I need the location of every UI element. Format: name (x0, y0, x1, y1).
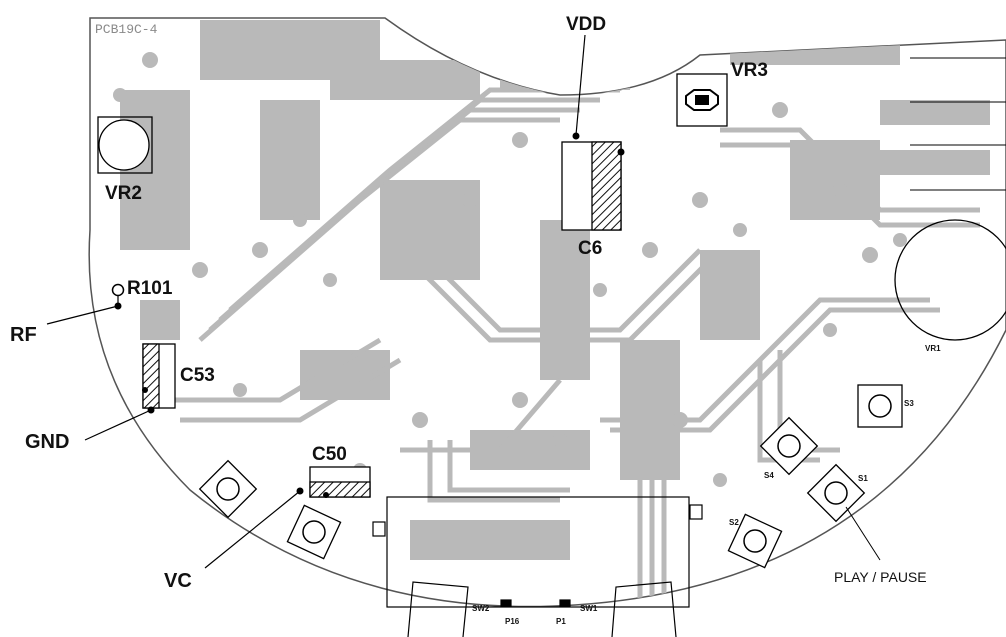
c6-label: C6 (578, 238, 602, 259)
c50-capacitor: C50 VC (164, 444, 371, 592)
edge-leader-lines (910, 57, 1006, 191)
switch-s4: S4 (759, 416, 819, 480)
c53-capacitor: C53 GND (25, 343, 215, 453)
c53-label: C53 (180, 365, 215, 386)
s3-label: S3 (904, 399, 914, 408)
switch-left-lower (286, 504, 342, 560)
gnd-label: GND (25, 431, 69, 453)
p16-label: P16 (505, 617, 520, 626)
s2-label: S2 (729, 518, 739, 527)
vr2-label: VR2 (105, 183, 142, 204)
copper-traces (113, 20, 990, 600)
switch-s3: S3 (857, 384, 914, 428)
vdd-label: VDD (566, 14, 606, 35)
switch-s2: S2 (727, 513, 783, 569)
r101-label: R101 (127, 278, 173, 299)
sw1-label: SW1 (580, 604, 598, 613)
play-pause-label: PLAY / PAUSE (834, 569, 927, 585)
vc-label: VC (164, 570, 192, 592)
vr1-potentiometer: VR1 (894, 219, 1006, 353)
vr3-potentiometer: VR3 (676, 60, 768, 127)
s4-label: S4 (764, 471, 774, 480)
r101-test-point: R101 RF (10, 278, 173, 346)
switch-left-upper (198, 459, 258, 519)
connector-block (372, 496, 703, 637)
s1-label: S1 (858, 474, 868, 483)
vr1-label: VR1 (925, 344, 941, 353)
c6-capacitor: VDD C6 (561, 14, 625, 259)
c50-label: C50 (312, 444, 347, 465)
sw2-label: SW2 (472, 604, 490, 613)
vr2-potentiometer: VR2 (97, 116, 153, 204)
p1-label: P1 (556, 617, 566, 626)
board-id-label: PCB19C-4 (95, 22, 158, 37)
vr3-label: VR3 (731, 60, 768, 81)
switch-s1: S1 PLAY / PAUSE (806, 463, 927, 585)
rf-label: RF (10, 324, 37, 346)
